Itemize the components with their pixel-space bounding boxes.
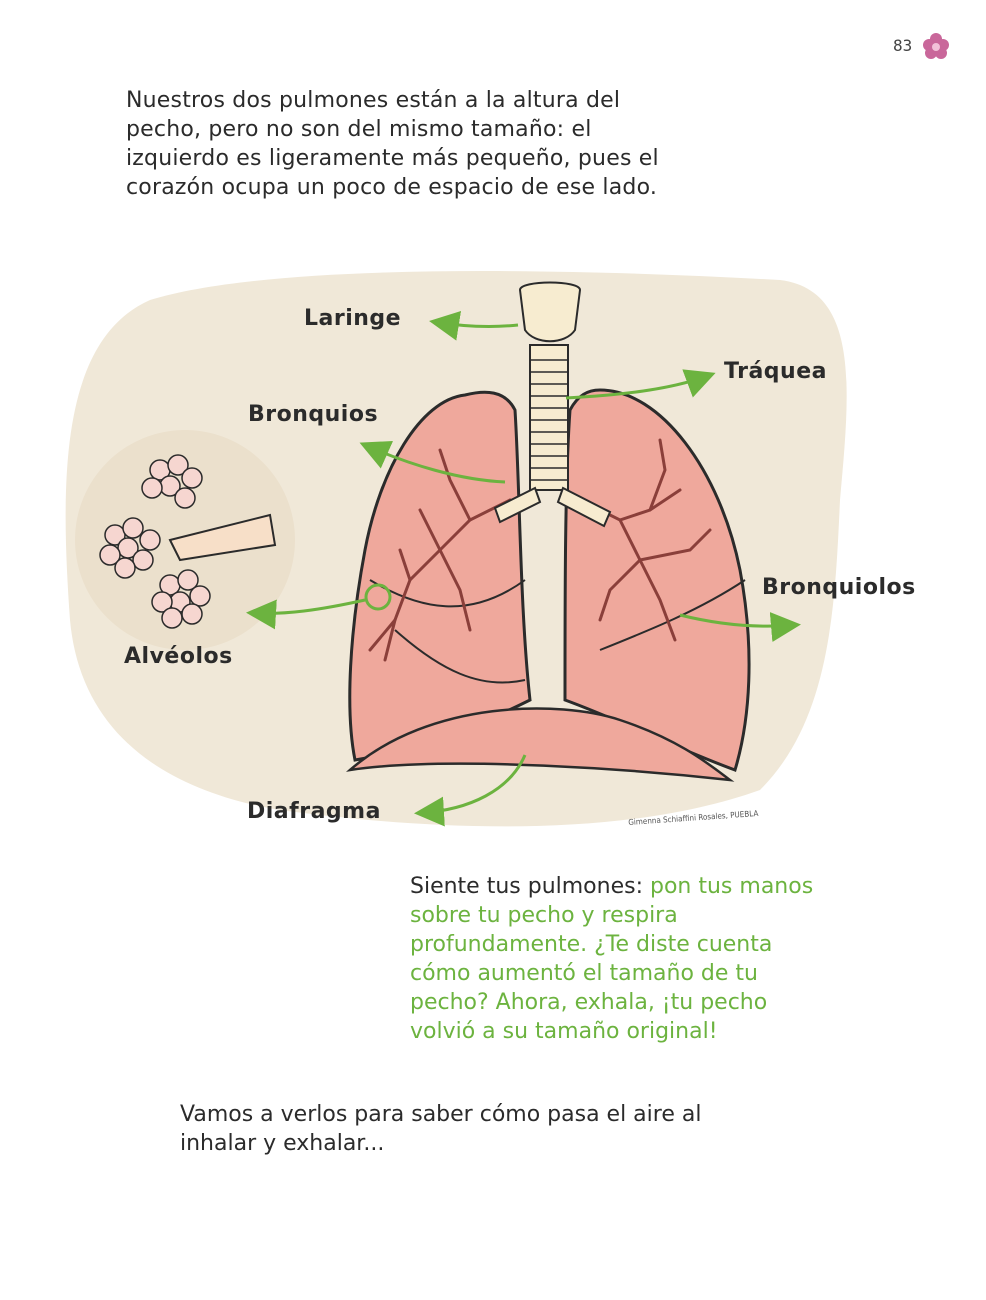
diaphragm bbox=[345, 707, 735, 782]
bronquios-arrow bbox=[359, 441, 506, 484]
outro-paragraph: Vamos a verlos para saber cómo pasa el a… bbox=[180, 1102, 702, 1156]
label-laringe: Laringe bbox=[304, 306, 402, 331]
alveoli-detail bbox=[75, 430, 295, 650]
diafragma-arrow bbox=[414, 754, 527, 827]
label-bronquiolos: Bronquiolos bbox=[762, 575, 916, 600]
laringe-arrow bbox=[429, 310, 519, 341]
activity-lead: Siente tus pulmones: bbox=[410, 874, 650, 899]
bronquiolos-arrow bbox=[679, 612, 801, 642]
page-number: 83 bbox=[893, 36, 913, 55]
activity-instruction: pon tus manos sobre tu pecho y respira p… bbox=[410, 874, 814, 1044]
respiratory-system-diagram bbox=[65, 271, 847, 827]
traquea-arrow bbox=[565, 369, 716, 400]
label-bronquios: Bronquios bbox=[248, 402, 379, 427]
alveolos-arrow bbox=[246, 598, 366, 630]
activity-paragraph: Siente tus pulmones: pon tus manos sobre… bbox=[410, 872, 820, 1046]
label-alveolos: Alvéolos bbox=[124, 644, 233, 669]
flower-icon bbox=[923, 33, 949, 59]
intro-paragraph: Nuestros dos pulmones están a la altura … bbox=[126, 88, 659, 200]
trachea bbox=[529, 344, 569, 491]
larynx bbox=[518, 281, 582, 343]
label-diafragma: Diafragma bbox=[247, 799, 381, 824]
label-traquea: Tráquea bbox=[724, 359, 827, 384]
